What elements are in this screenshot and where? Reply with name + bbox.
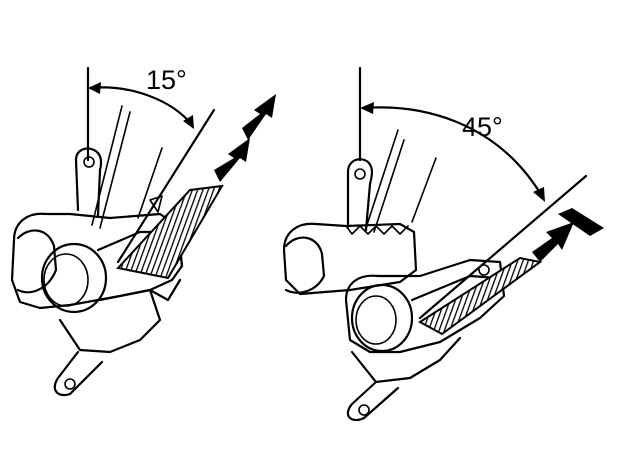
right-foot-hole	[358, 404, 370, 416]
left-arc-arrowhead-end	[183, 115, 194, 129]
left-guide-line-1	[91, 105, 123, 226]
left-arc-arrowhead-start	[88, 82, 101, 94]
right-spool-pin	[478, 264, 490, 276]
right-housing-teeth	[345, 225, 409, 235]
right-guide-line-3	[411, 157, 437, 223]
right-angle-label: 45°	[462, 112, 503, 142]
right-webbing-line	[418, 174, 588, 320]
right-mounting-tab	[346, 158, 374, 232]
left-retractor-assembly: 15°	[10, 65, 276, 397]
left-foot-tab	[53, 350, 104, 397]
left-spool-front	[40, 242, 108, 314]
right-back-cap	[284, 236, 326, 294]
right-guide-line-1	[365, 129, 399, 229]
left-guide-line-2	[99, 111, 131, 229]
right-arc-arrowhead-start	[360, 102, 374, 114]
left-foot-hole	[64, 378, 76, 390]
right-spool-front	[350, 283, 414, 353]
left-spool-inner	[43, 253, 89, 307]
right-webbing-end	[558, 208, 604, 236]
left-lower-bracket	[58, 288, 162, 354]
left-angle-label: 15°	[146, 65, 187, 95]
left-mounting-hole	[83, 156, 95, 168]
right-guide-line-2	[373, 139, 405, 233]
right-housing-lower	[344, 258, 506, 354]
left-lock-wedge	[149, 195, 163, 213]
right-pull-arrow	[532, 222, 574, 262]
left-angle-arc	[88, 86, 194, 127]
right-spool-inner	[355, 295, 397, 345]
left-pull-arrow-lower	[214, 138, 250, 182]
right-lower-bracket	[350, 336, 462, 384]
right-retractor-assembly: 45°	[282, 66, 604, 422]
left-back-cap	[16, 229, 58, 294]
left-guide-line-3	[137, 147, 163, 219]
right-foot-tab	[346, 380, 400, 422]
left-webbing-line	[116, 108, 216, 264]
left-side-plate-edge	[98, 278, 182, 302]
left-mounting-tab	[74, 147, 103, 217]
left-pull-arrow-upper	[242, 94, 276, 140]
right-housing-upper	[282, 222, 418, 296]
right-mounting-hole	[354, 168, 366, 180]
right-arc-arrowhead-end	[533, 187, 545, 202]
right-angle-arc	[362, 106, 544, 198]
left-webbing-band	[116, 184, 224, 280]
